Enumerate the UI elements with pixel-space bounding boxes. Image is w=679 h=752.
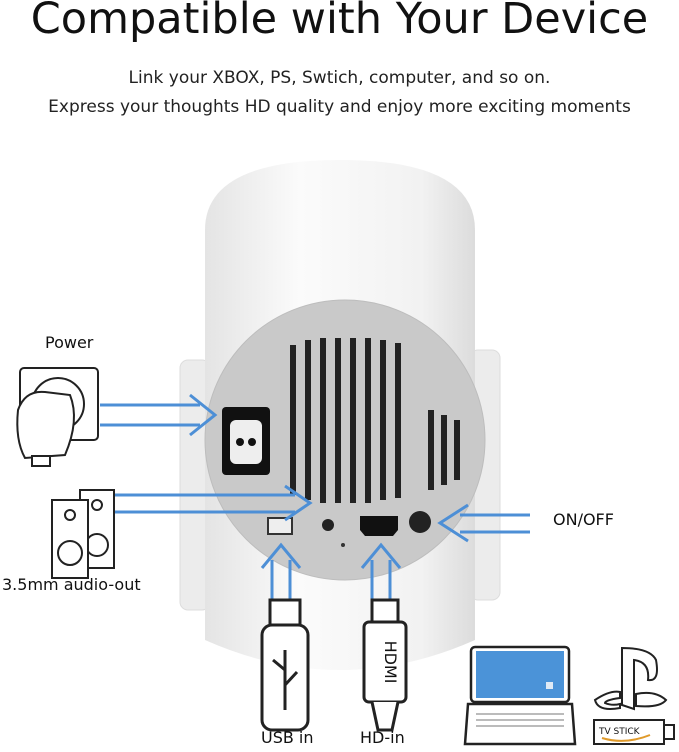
- subtitle-line-2: Express your thoughts HD quality and enj…: [48, 97, 631, 117]
- hd-in-label: HD-in: [360, 728, 405, 747]
- connection-arrows: [100, 393, 530, 600]
- audio-port: [322, 519, 334, 531]
- hdmi-plug-text: HDMI: [381, 641, 400, 684]
- usb-in-label: USB in: [261, 728, 314, 747]
- power-plug-icon: [16, 367, 99, 467]
- usb-port: [267, 517, 293, 535]
- tv-stick-text: TV STICK: [598, 727, 641, 737]
- hdmi-port: [360, 516, 398, 536]
- vents: [290, 338, 460, 503]
- tv-stick-icon: [593, 719, 675, 745]
- hdmi-plug-icon: [362, 598, 408, 732]
- usb-plug-icon: [260, 598, 310, 732]
- on-off-label: ON/OFF: [553, 510, 614, 529]
- speaker-icon: [51, 489, 115, 579]
- power-button: [409, 511, 431, 533]
- power-label: Power: [45, 333, 94, 352]
- laptop-icon: [463, 645, 577, 746]
- back-plate: [204, 299, 486, 581]
- audio-out-label: 3.5mm audio-out: [2, 575, 141, 594]
- subtitle-line-1: Link your XBOX, PS, Swtich, computer, an…: [128, 68, 551, 88]
- playstation-logo-icon: [593, 646, 668, 711]
- page-title: Compatible with Your Device: [30, 0, 649, 44]
